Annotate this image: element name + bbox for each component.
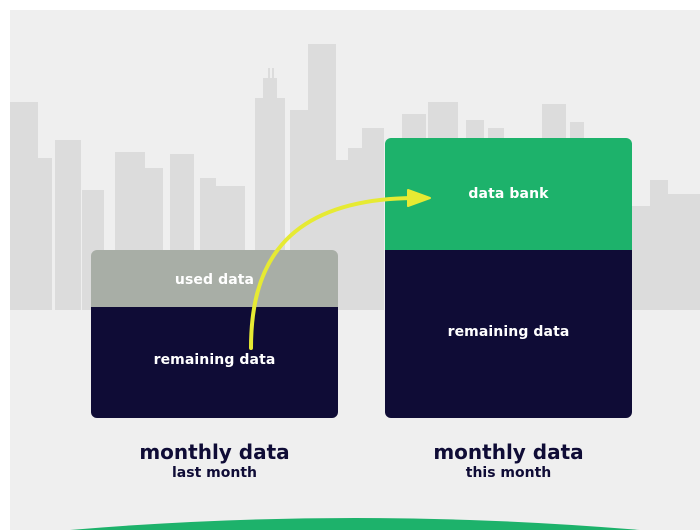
- used-data-label: used data: [174, 271, 255, 288]
- remaining-data-segment-last-month: remaining data: [91, 307, 338, 418]
- bottom-hill-shape: [70, 518, 640, 530]
- used-data-segment: used data: [91, 250, 338, 307]
- remaining-data-label-this-month: remaining data: [447, 324, 570, 340]
- last-month-caption-title: monthly data: [139, 440, 290, 464]
- last-month-caption: monthly data last month: [91, 440, 338, 482]
- diagram-panel: used data remaining data data bank remai…: [10, 10, 700, 530]
- this-month-caption: monthly data this month: [385, 440, 632, 482]
- this-month-caption-subtitle: this month: [465, 465, 552, 481]
- this-month-caption-title: monthly data: [433, 440, 584, 464]
- last-month-caption-subtitle: last month: [172, 465, 257, 481]
- this-month-data-card: data bank remaining data: [385, 138, 632, 418]
- remaining-data-segment-this-month: remaining data: [385, 250, 632, 418]
- last-month-data-card: used data remaining data: [91, 250, 338, 418]
- data-bank-label: data bank: [468, 186, 549, 202]
- data-bank-segment: data bank: [385, 138, 632, 250]
- remaining-data-label-last-month: remaining data: [153, 351, 276, 368]
